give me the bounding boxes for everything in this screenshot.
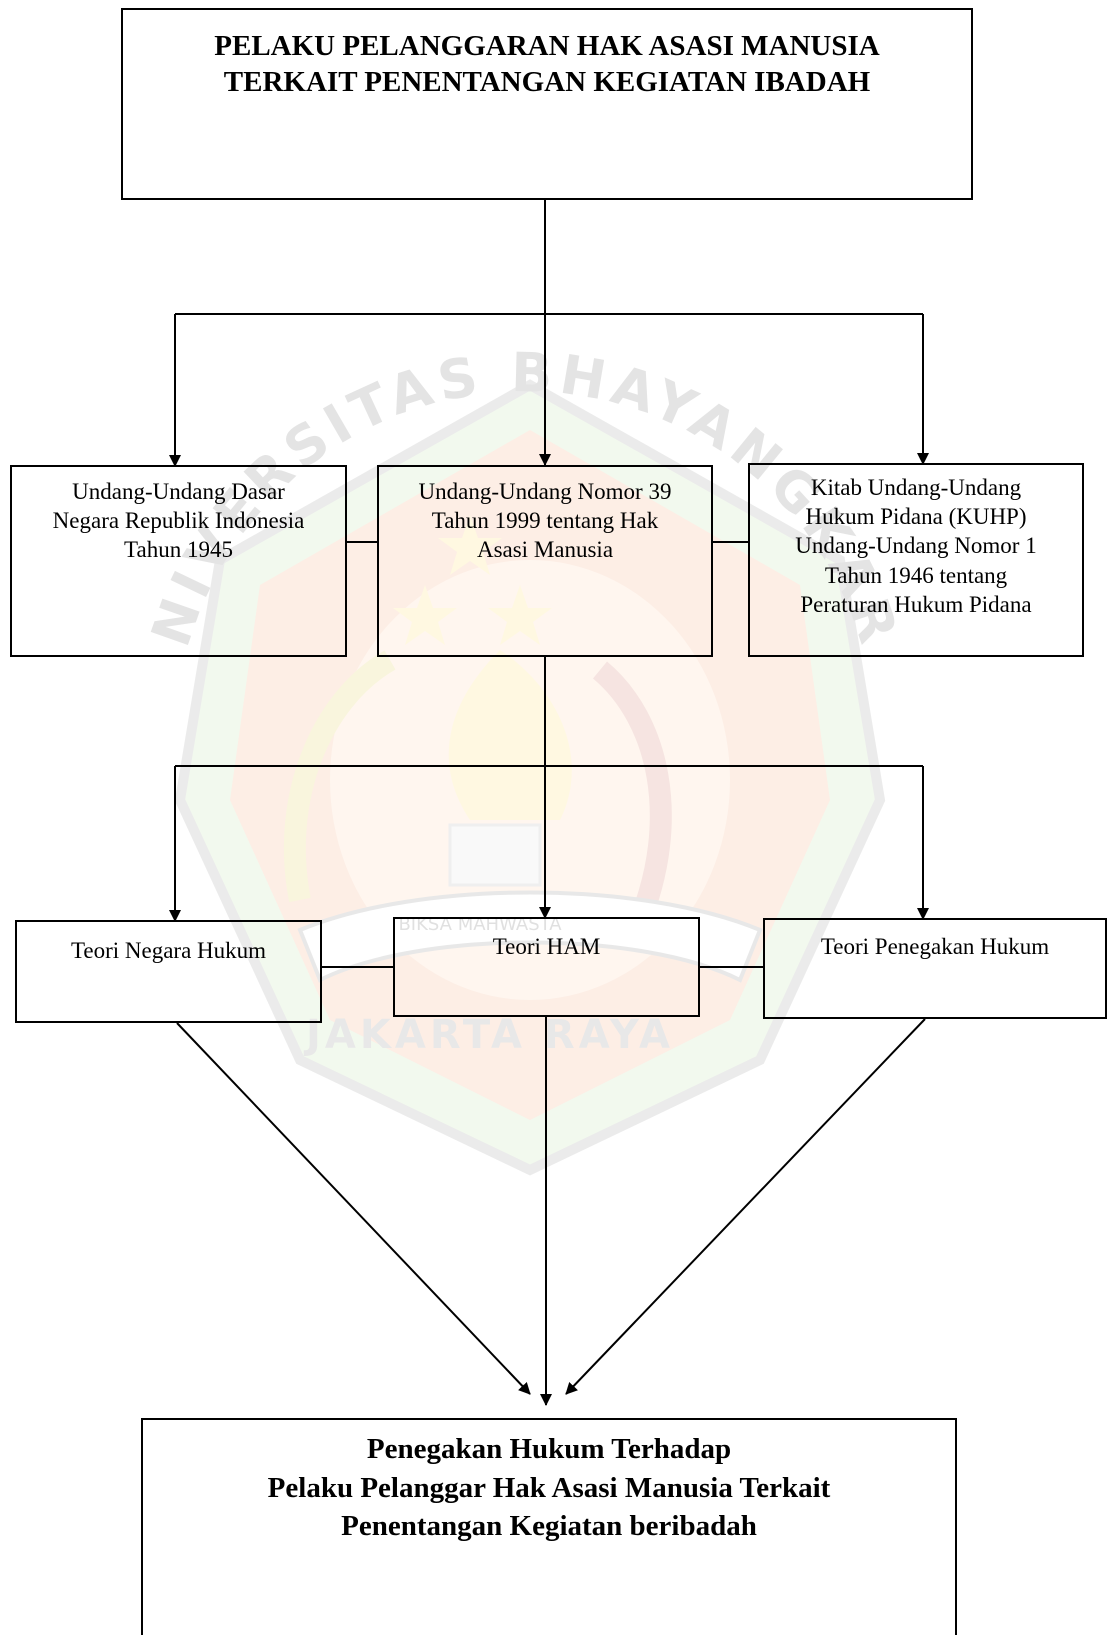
outcome-box: [141, 1418, 957, 1635]
connector-theory-3-to-final: [565, 1018, 926, 1395]
law-box-kuhp: [748, 463, 1084, 657]
law-2-line-1: Undang-Undang Nomor 39: [418, 479, 672, 504]
law-label-kuhp: Kitab Undang-Undang Hukum Pidana (KUHP) …: [748, 473, 1084, 619]
watermark-bottom-text: JAKARTA RAYA: [303, 1012, 674, 1058]
law-label-uud-1945: Undang-Undang Dasar Negara Republik Indo…: [10, 477, 347, 565]
watermark-ribbon: [297, 890, 763, 983]
law-3-line-1: Kitab Undang-Undang: [810, 475, 1022, 500]
watermark-wheat: [283, 650, 396, 903]
problem-title-line-2: TERKAIT PENENTANGAN KEGIATAN IBADAH: [223, 66, 871, 99]
theory-box-ham: [393, 917, 700, 1017]
law-2-line-2: Tahun 1999 tentang Hak: [431, 508, 659, 534]
law-box-uud-1945: [10, 465, 347, 657]
law-3-line-2: Hukum Pidana (KUHP): [805, 504, 1027, 530]
outcome-title-line-2: Pelaku Pelanggar Hak Asasi Manusia Terka…: [267, 1471, 831, 1504]
theory-box-negara-hukum: [15, 920, 322, 1023]
watermark-shield: [174, 379, 886, 1176]
theory-label-penegakan-hukum: Teori Penegakan Hukum: [820, 934, 1050, 959]
watermark-star-right: [488, 585, 552, 645]
theory-box-penegakan-hukum: [763, 918, 1107, 1019]
watermark-torch: [448, 823, 542, 887]
problem-title-line-1: PELAKU PELANGGARAN HAK ASASI MANUSIA: [214, 30, 880, 62]
problem-box: [121, 8, 973, 200]
law-1-line-1: Undang-Undang Dasar: [72, 479, 285, 504]
law-3-line-4: Tahun 1946 tentang: [824, 562, 1008, 588]
outcome-title-line-1: Penegakan Hukum Terhadap: [366, 1433, 732, 1465]
theory-label-ham: Teori HAM: [492, 934, 601, 959]
law-box-uu-39-1999: [377, 465, 713, 657]
connector-theory-1-to-final: [176, 1022, 531, 1395]
watermark-ribbon-text: BIKSA MAHWASTA: [398, 914, 562, 935]
law-3-line-3: Undang-Undang Nomor 1: [795, 533, 1037, 559]
law-label-uu-39-1999: Undang-Undang Nomor 39 Tahun 1999 tentan…: [377, 477, 713, 565]
watermark-flame: [448, 650, 572, 820]
theory-label-negara-hukum: Teori Negara Hukum: [70, 938, 267, 963]
watermark-star-top: [438, 515, 502, 575]
outcome-title: Penegakan Hukum Terhadap Pelaku Pelangga…: [141, 1430, 957, 1546]
law-3-line-5: Peraturan Hukum Pidana: [800, 591, 1032, 617]
outcome-title-line-3: Penentangan Kegiatan beribadah: [341, 1510, 757, 1543]
problem-title: PELAKU PELANGGARAN HAK ASASI MANUSIA TER…: [121, 28, 973, 101]
watermark-star-left: [393, 585, 457, 645]
law-1-line-3: Tahun 1945: [124, 537, 233, 563]
law-1-line-2: Negara Republik Indonesia: [52, 508, 305, 534]
watermark-cotton: [592, 661, 672, 925]
law-2-line-3: Asasi Manusia: [476, 537, 614, 563]
